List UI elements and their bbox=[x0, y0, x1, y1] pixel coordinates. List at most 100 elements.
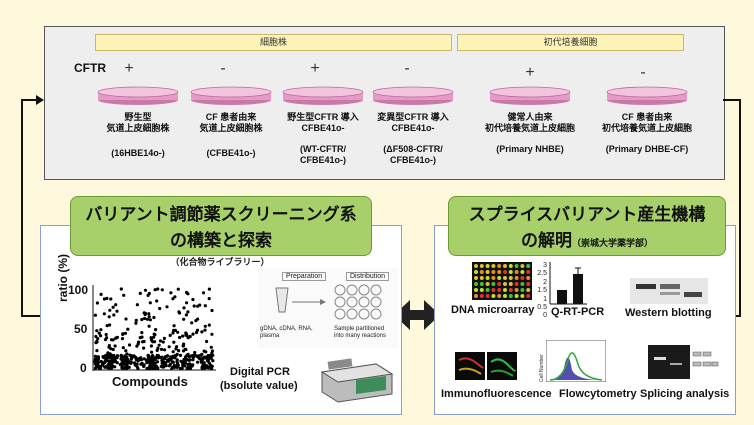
cell-lines-band: 細胞株 bbox=[95, 34, 452, 51]
microarray-spot bbox=[485, 264, 490, 268]
scatter-point bbox=[140, 361, 144, 365]
scatter-point bbox=[115, 361, 119, 365]
scatter-point bbox=[120, 337, 125, 341]
scatter-point bbox=[151, 358, 155, 362]
scatter-point bbox=[107, 362, 111, 366]
microarray-spot bbox=[508, 276, 513, 280]
microarray-spot bbox=[520, 294, 525, 298]
left-loop-arrowhead bbox=[36, 95, 44, 105]
scatter-point bbox=[99, 292, 103, 296]
cell-code-3: (WT-CFTR/ CFBE41o-) bbox=[299, 144, 346, 165]
scatter-point bbox=[158, 306, 162, 311]
scatter-point bbox=[188, 358, 192, 362]
screening-subtitle: （化合物ライブラリー） bbox=[170, 257, 270, 267]
scatter-point bbox=[209, 345, 213, 349]
scatter-point bbox=[97, 331, 101, 335]
scatter-point bbox=[108, 323, 112, 327]
pcr-schematic-art bbox=[275, 284, 382, 320]
scatter-point bbox=[182, 362, 186, 366]
microarray-spot bbox=[503, 270, 507, 274]
scatter-point bbox=[199, 360, 203, 364]
scatter-point bbox=[168, 362, 172, 366]
scatter-point bbox=[156, 354, 161, 358]
splicing-affiliation: （崇城大学薬学部） bbox=[571, 238, 653, 248]
qrtpcr-tick-2-5: 2.5 bbox=[537, 270, 547, 278]
double-arrow-shaft bbox=[403, 310, 431, 320]
microarray-spot bbox=[497, 276, 502, 280]
microarray-spot bbox=[497, 282, 502, 286]
scatter-point bbox=[119, 287, 123, 291]
microarray-spot bbox=[514, 294, 519, 298]
scatter-point bbox=[178, 353, 183, 357]
scatter-point bbox=[200, 366, 204, 370]
scatter-point bbox=[185, 290, 189, 295]
microarray-image bbox=[472, 262, 532, 300]
screening-title-line2: の構築と探索 bbox=[170, 231, 272, 250]
scatter-point bbox=[120, 366, 124, 370]
microarray-spot bbox=[491, 282, 496, 286]
scatter-point bbox=[157, 343, 161, 347]
scatter-point bbox=[99, 364, 103, 369]
cftr-symbol-3: + bbox=[310, 60, 320, 77]
western-label: Western blotting bbox=[625, 307, 712, 319]
scatter-point bbox=[105, 296, 109, 300]
scatter-point bbox=[207, 323, 211, 327]
scatter-point bbox=[205, 364, 209, 368]
scatter-point bbox=[110, 360, 114, 364]
scatter-point bbox=[175, 358, 179, 362]
microarray-spot bbox=[503, 282, 507, 286]
scatter-point bbox=[124, 349, 128, 353]
scatter-point bbox=[177, 349, 181, 353]
microarray-spot bbox=[491, 276, 496, 280]
scatter-point bbox=[140, 331, 144, 335]
pcr-prep-caption: gDNA, cDNA, RNA, plasma bbox=[260, 326, 313, 339]
scatter-point bbox=[149, 338, 154, 342]
scatter-point bbox=[107, 353, 111, 358]
flowcytometry-label: Flowcytometry bbox=[559, 388, 637, 400]
scatter-point bbox=[165, 305, 169, 309]
scatter-point bbox=[150, 354, 154, 358]
microarray-spot bbox=[503, 264, 507, 268]
microarray-spot bbox=[485, 288, 490, 292]
scatter-point bbox=[181, 334, 185, 338]
scatter-point bbox=[171, 331, 175, 335]
scatter-point bbox=[115, 335, 119, 339]
cell-name-4: 変異型CFTR 導入 CFBE41o- bbox=[377, 112, 449, 133]
scatter-point bbox=[207, 287, 211, 291]
scatter-point bbox=[207, 366, 211, 370]
scatter-point bbox=[154, 328, 158, 332]
scatter-point bbox=[145, 317, 149, 321]
scatter-point bbox=[153, 333, 157, 337]
splicing-title-line2: の解明 bbox=[520, 231, 572, 250]
scatter-point bbox=[140, 317, 144, 322]
scatter-point bbox=[191, 358, 195, 362]
cell-name-5: 健常人由来 初代培養気道上皮細胞 bbox=[484, 112, 575, 133]
scatter-point bbox=[180, 366, 184, 370]
scatter-point bbox=[186, 310, 190, 314]
microarray-spot bbox=[474, 276, 478, 280]
scatter-point bbox=[103, 338, 108, 342]
scatter-point bbox=[114, 303, 118, 307]
microarray-spot bbox=[526, 282, 531, 286]
scatter-point bbox=[209, 364, 213, 368]
scatter-point bbox=[152, 335, 156, 339]
scatter-point bbox=[110, 364, 115, 368]
scatter-point bbox=[205, 339, 209, 344]
scatter-point bbox=[140, 335, 144, 339]
microarray-spot bbox=[497, 288, 502, 292]
scatter-point bbox=[102, 356, 106, 360]
scatter-point bbox=[113, 356, 117, 360]
scatter-point bbox=[134, 318, 138, 322]
microarray-spot bbox=[520, 264, 525, 268]
scatter-point bbox=[134, 321, 138, 325]
scatter-point bbox=[189, 363, 193, 367]
scatter-point bbox=[160, 355, 164, 359]
scatter-point bbox=[96, 360, 101, 364]
scatter-point bbox=[107, 344, 111, 348]
cftr-symbol-5: + bbox=[525, 64, 535, 81]
scatter-point bbox=[95, 339, 99, 344]
microarray-spot bbox=[479, 282, 484, 286]
scatter-point bbox=[171, 297, 175, 301]
scatter-point bbox=[158, 339, 163, 343]
